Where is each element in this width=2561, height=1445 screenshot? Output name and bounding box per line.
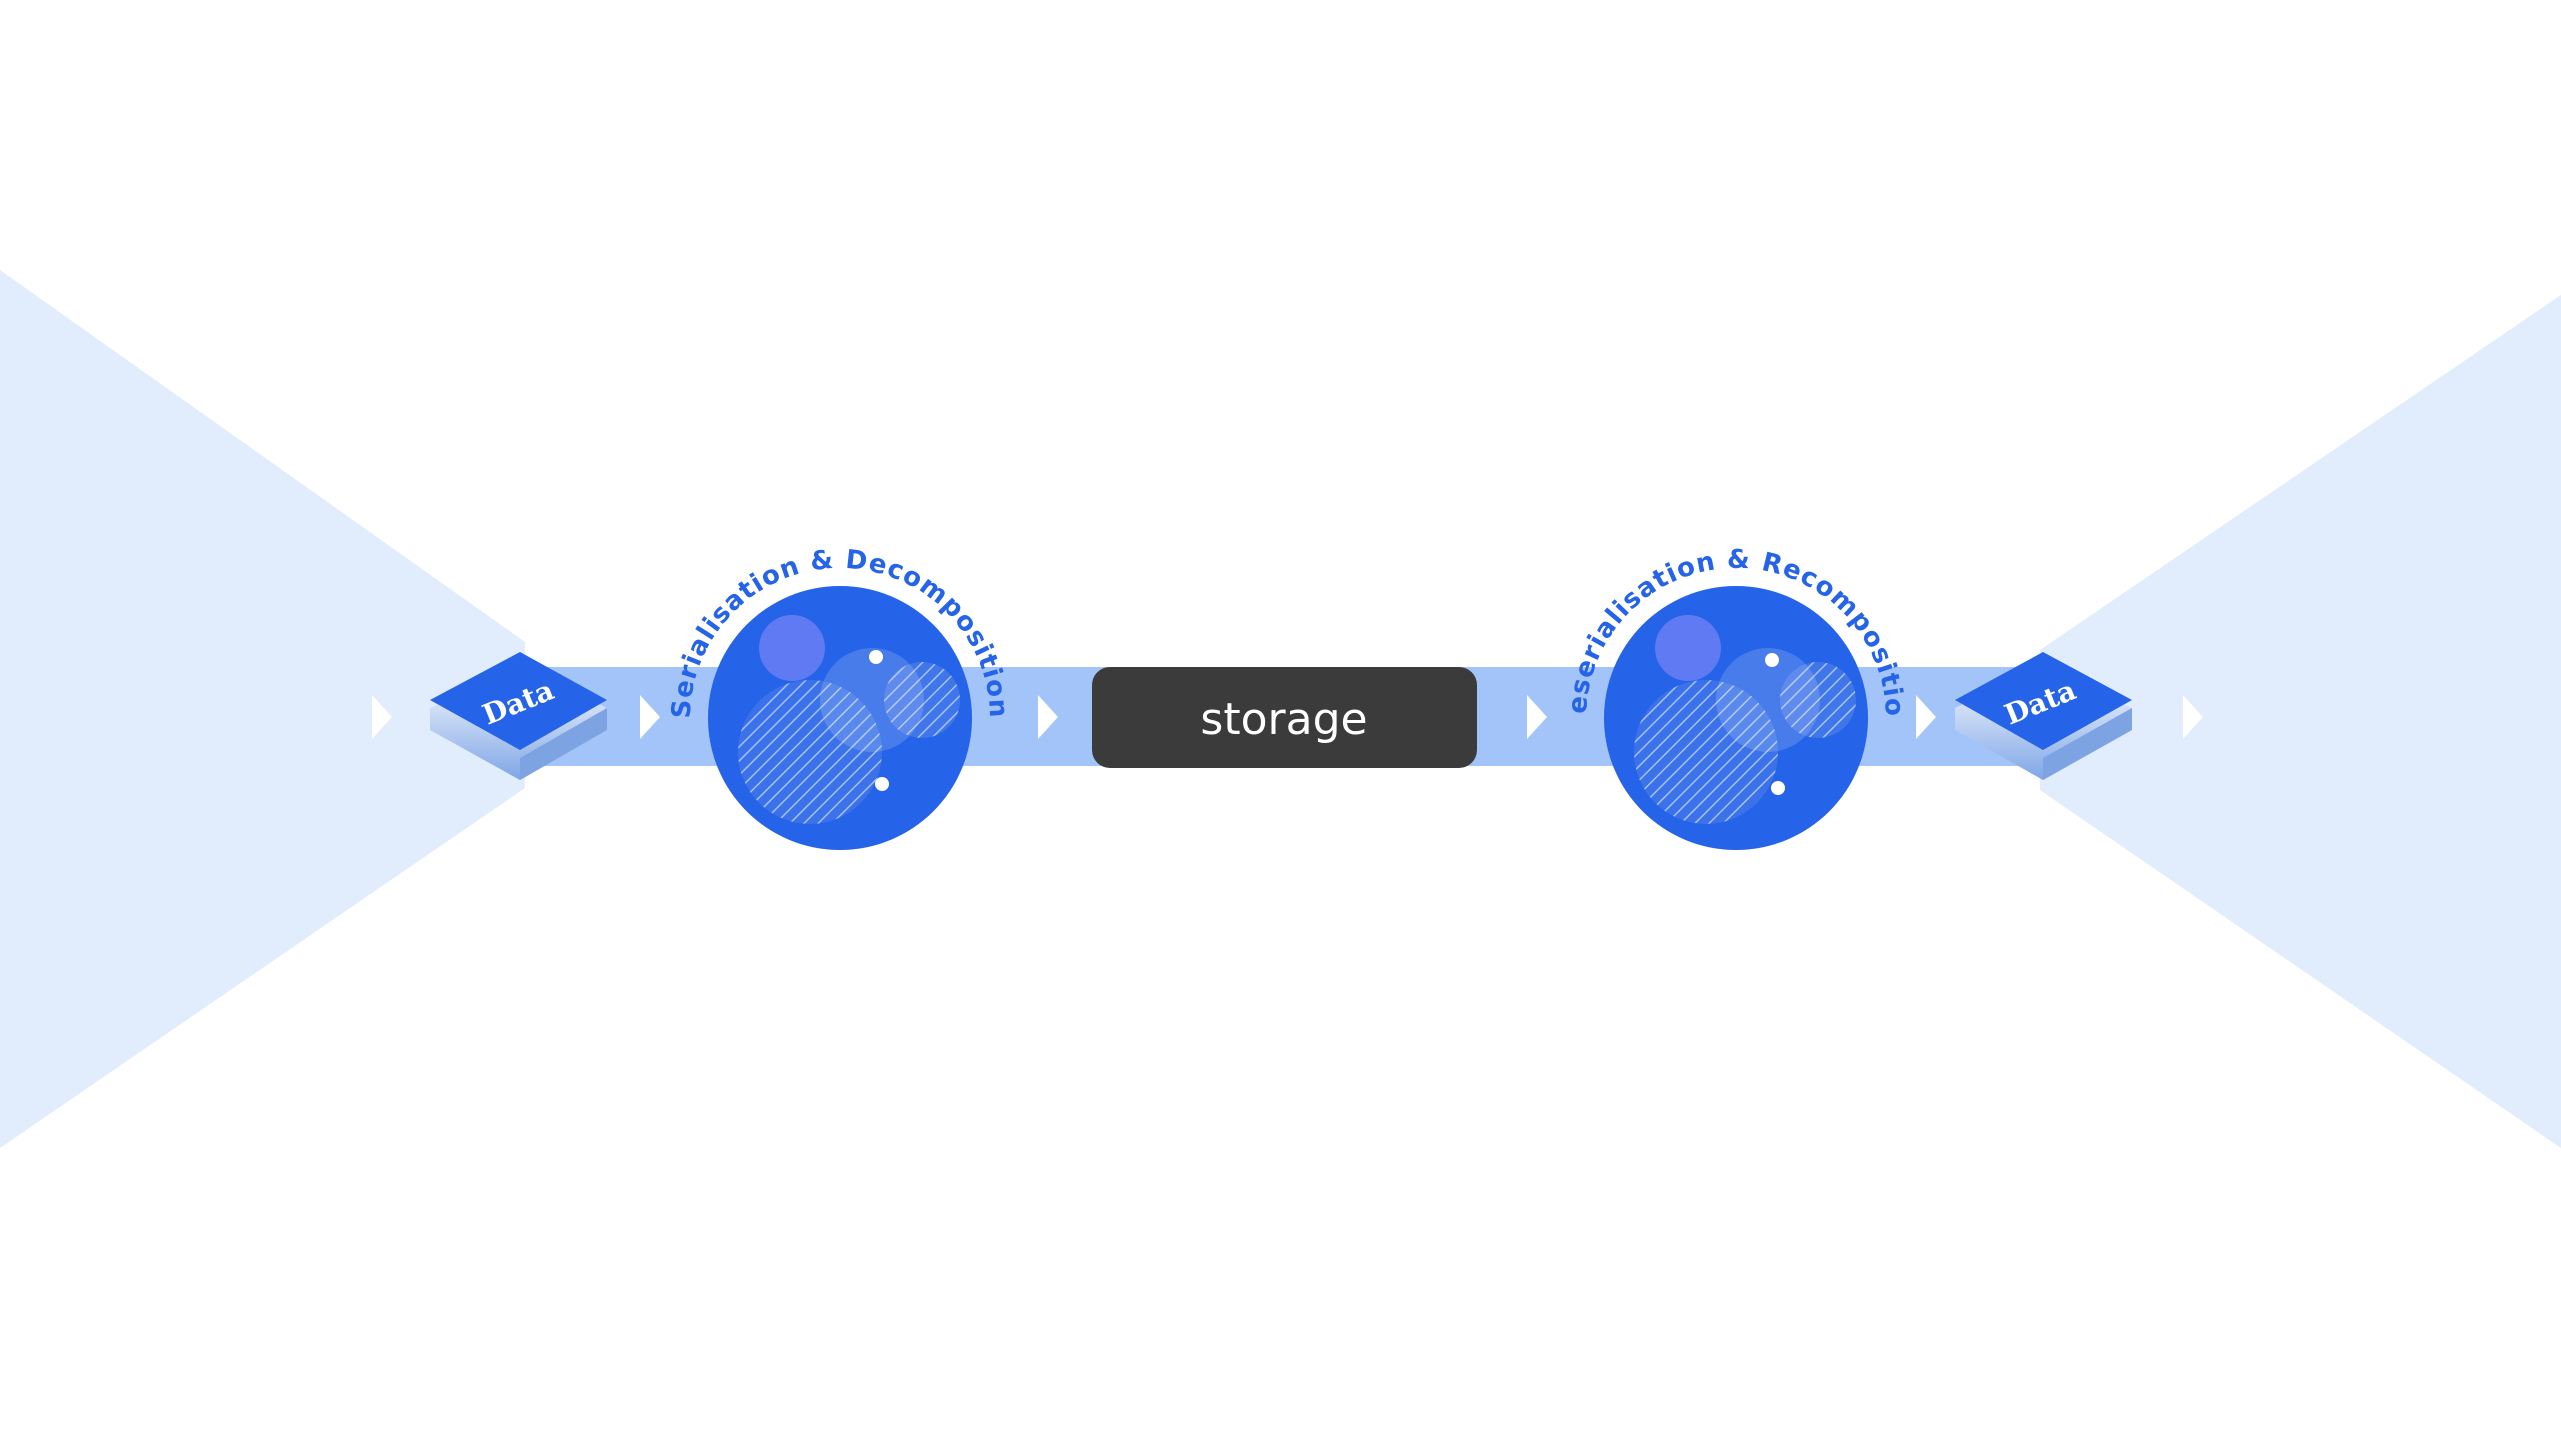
chevron-right-icon <box>1527 695 1547 739</box>
chevron-right-icon <box>1916 695 1936 739</box>
bubble-process-icon <box>708 586 972 850</box>
right-light-fan <box>2040 295 2561 1148</box>
storage-node: storage <box>1092 667 1477 768</box>
bubble-process-icon <box>1604 586 1868 850</box>
chevron-right-icon <box>1038 695 1058 739</box>
data-block-icon: Data <box>1955 652 2132 780</box>
chevron-right-icon <box>372 695 392 739</box>
chevron-right-icon <box>640 695 660 739</box>
chevron-right-icon <box>2183 695 2203 739</box>
storage-label: storage <box>1200 694 1367 745</box>
left-light-fan <box>0 270 525 1148</box>
data-block-icon: Data <box>430 652 607 780</box>
